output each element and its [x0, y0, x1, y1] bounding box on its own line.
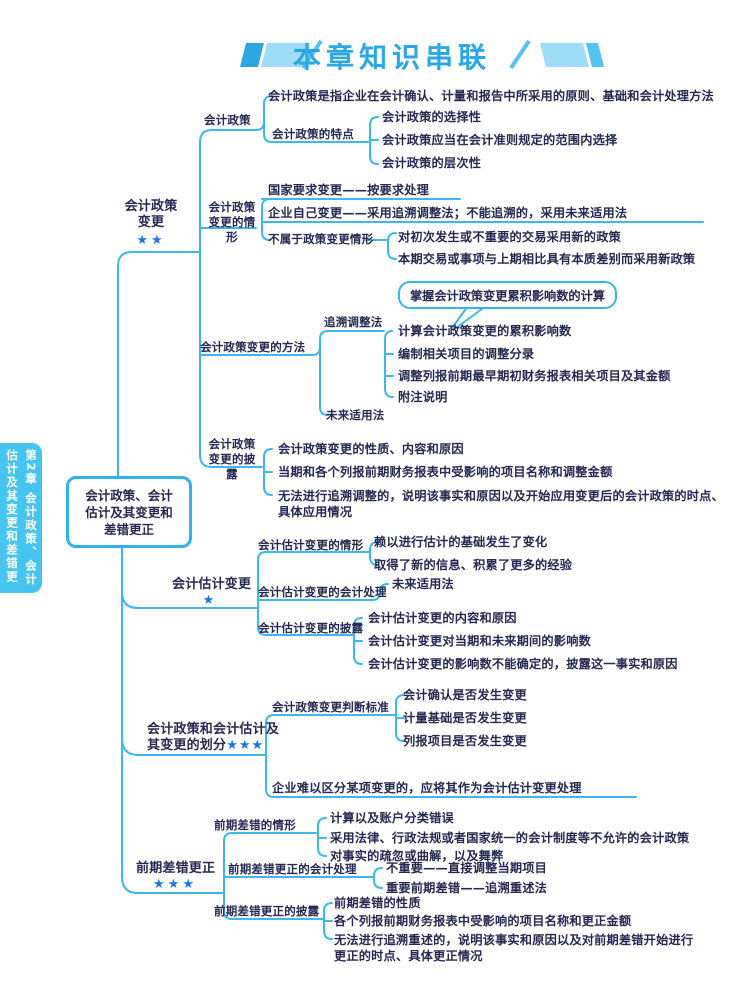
- leaf-criteria-3: 列报项目是否发生变更: [403, 734, 527, 748]
- node-judgment-criteria: 会计政策变更判断标准: [272, 700, 389, 714]
- node-retro-adjustment: 追溯调整法: [324, 315, 383, 329]
- node-prospective-method: 未来适用法: [326, 408, 385, 422]
- leaf-feature-1: 会计政策的选择性: [382, 110, 482, 124]
- leaf-criteria-2: 计量基础是否发生变更: [403, 711, 527, 725]
- node-estimate-disclosure: 会计估计变更的披露: [258, 621, 364, 635]
- node-change-situations: 会计政策 变更的情形: [208, 200, 256, 244]
- branch-error-correction-label: 前期差错更正: [136, 861, 216, 876]
- leaf-division-note: 企业难以区分某项变更的，应将其作为会计估计变更处理: [272, 781, 582, 795]
- callout-bubble: 掌握会计政策变更累积影响数的计算: [398, 281, 617, 309]
- node-change-methods: 会计政策变更的方法: [200, 340, 306, 354]
- node-accounting-policy: 会计政策: [204, 113, 251, 127]
- node-estimate-situations: 会计估计变更的情形: [258, 538, 364, 552]
- leaf-error-disc-1: 前期差错的性质: [334, 896, 421, 910]
- branch-error-correction-stars: ★★★: [153, 877, 197, 892]
- node-error-situations: 前期差错的情形: [214, 818, 296, 832]
- leaf-policy-disc-1: 会计政策变更的性质、内容和原因: [278, 442, 464, 456]
- leaf-policy-disc-2: 当期和各个列报前期财务报表中受影响的项目名称和调整金额: [278, 465, 613, 479]
- leaf-estimate-sit-2: 取得了新的信息、积累了更多的经验: [374, 558, 573, 572]
- branch-division-label: 会计政策和会计估计及 其变更的划分★★★: [147, 722, 307, 754]
- leaf-criteria-1: 会计确认是否发生变更: [403, 688, 527, 702]
- page-title: 本章知识串联: [292, 41, 491, 74]
- title-banner-decoration: [240, 39, 604, 70]
- leaf-feature-3: 会计政策的层次性: [382, 156, 482, 170]
- leaf-error-treat-2: 重要前期差错——追溯重述法: [386, 881, 548, 895]
- leaf-estimate-disc-1: 会计估计变更的内容和原因: [368, 611, 517, 625]
- leaf-error-disc-2: 各个列报前期财务报表中受影响的项目名称和更正金额: [334, 914, 632, 928]
- leaf-retro-step-3: 调整列报前期最早期初财务报表相关项目及其金额: [398, 369, 671, 383]
- branch-estimate-change-stars: ★: [202, 593, 218, 608]
- leaf-error-sit-3: 对事实的疏忽或曲解，以及舞弊: [330, 849, 504, 863]
- root-node: 会计政策、会计 估计及其变更和 差错更正: [66, 476, 192, 548]
- branch-policy-change-label: 会计政策 变更: [124, 199, 178, 230]
- node-policy-disclosure: 会计政策 变更的披露: [208, 437, 256, 481]
- leaf-estimate-sit-1: 赖以进行估计的基础发生了变化: [374, 535, 548, 549]
- leaf-not-change-2: 本期交易或事项与上期相比具有本质差别而采用新政策: [398, 252, 696, 266]
- division-label-text: 会计政策和会计估计及 其变更的划分: [147, 722, 280, 753]
- leaf-error-treat-1: 不重要——直接调整当期项目: [386, 861, 548, 875]
- leaf-feature-2: 会计政策应当在会计准则规定的范围内选择: [382, 133, 618, 147]
- chapter-tab-line1: 第2章 会计政策、会计: [24, 449, 38, 587]
- leaf-policy-disc-3: 无法进行追溯调整的，说明该事实和原因以及开始应用变更后的会计政策的时点、 具体应…: [278, 489, 724, 519]
- branch-connectors: [117, 95, 704, 940]
- leaf-enterprise-change: 企业自己变更——采用追溯调整法；不能追溯的，采用未来适用法: [268, 206, 628, 220]
- node-estimate-treatment: 会计估计变更的会计处理: [258, 585, 387, 599]
- leaf-error-disc-3: 无法进行追溯重述的，说明该事实和原因以及对前期差错开始进行 更正的时点、具体更正…: [334, 933, 694, 963]
- node-policy-features: 会计政策的特点: [272, 127, 354, 141]
- leaf-retro-step-2: 编制相关项目的调整分录: [398, 347, 535, 361]
- leaf-estimate-disc-3: 会计估计变更的影响数不能确定的，披露这一事实和原因: [368, 657, 678, 671]
- leaf-state-required: 国家要求变更——按要求处理: [268, 183, 430, 197]
- leaf-estimate-treatment: 未来适用法: [392, 577, 454, 591]
- leaf-retro-step-1: 计算会计政策变更的累积影响数: [398, 324, 572, 338]
- branch-estimate-change-label: 会计估计变更: [172, 577, 252, 592]
- leaf-error-sit-1: 计算以及账户分类错误: [330, 811, 454, 825]
- node-error-treatment: 前期差错更正的会计处理: [228, 862, 357, 876]
- branch-division-stars: ★★★: [226, 738, 265, 753]
- node-error-disclosure: 前期差错更正的披露: [214, 904, 320, 918]
- node-not-policy-change: 不属于政策变更情形: [268, 232, 374, 246]
- leaf-not-change-1: 对初次发生或不重要的交易采用新的政策: [398, 230, 621, 244]
- leaf-retro-step-4: 附注说明: [398, 390, 448, 404]
- leaf-estimate-disc-2: 会计估计变更对当期和未来期间的影响数: [368, 634, 591, 648]
- leaf-policy-definition: 会计政策是指企业在会计确认、计量和报告中所采用的原则、基础和会计处理方法: [268, 89, 714, 103]
- leaf-error-sit-2: 采用法律、行政法规或者国家统一的会计制度等不允许的会计政策: [330, 831, 690, 845]
- branch-policy-change-stars: ★★: [136, 233, 166, 248]
